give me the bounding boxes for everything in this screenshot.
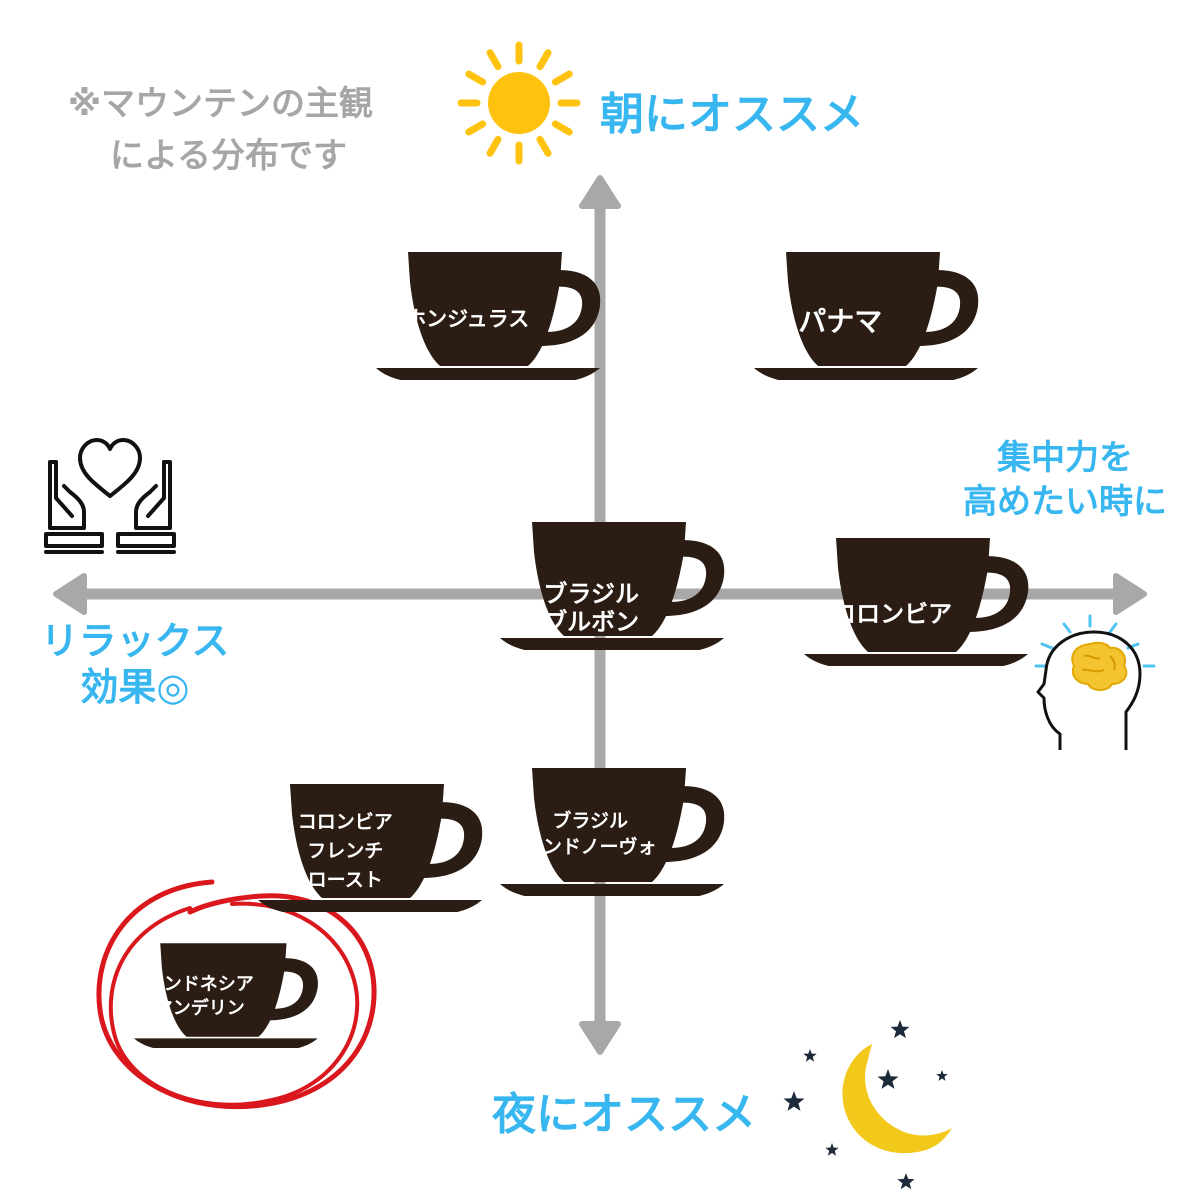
cup-label-line: ブラジル <box>543 580 639 608</box>
cup-icon <box>134 943 318 1049</box>
cup-label: ホンジュラス <box>376 306 558 332</box>
cup-icon <box>500 522 725 650</box>
star-icon <box>890 1020 910 1039</box>
moon-stars-icon <box>783 1020 952 1190</box>
brain-head-icon <box>1034 614 1156 750</box>
cup-label: パナマ <box>754 306 926 338</box>
focus-label-line-2: 高めたい時に <box>963 482 1167 522</box>
sun-ray <box>465 70 487 86</box>
cup-label-line: ムンドノーヴォ <box>523 836 657 858</box>
sun-ray <box>486 49 502 71</box>
cup-icon <box>804 538 1029 666</box>
note-line-2: による分布です <box>110 136 347 176</box>
cup-icon <box>500 768 725 896</box>
star-icon <box>825 1143 839 1156</box>
cup-label-line: コロンビア <box>297 811 393 833</box>
sun-ray <box>536 49 552 71</box>
cup-icon <box>258 784 483 912</box>
cup-label-line: マンデリン <box>154 997 245 1019</box>
focus-label: 集中力を 高めたい時に <box>950 436 1180 524</box>
relax-label-line-1: リラックス <box>40 619 230 663</box>
sun-icon <box>457 41 581 165</box>
focus-label-line-1: 集中力を <box>997 438 1133 478</box>
cup-label: インドネシアマンデリン <box>134 973 266 1021</box>
morning-label: 朝にオススメ <box>600 89 864 140</box>
cup-colombia-french-roast: コロンビアフレンチロースト <box>258 780 486 912</box>
cup-brazil-mundo-novo: ブラジルムンドノーヴォ <box>500 764 728 896</box>
cup-honduras: ホンジュラス <box>376 248 604 380</box>
star-icon <box>783 1091 805 1111</box>
cup-indonesia-mandheling: インドネシアマンデリン <box>134 940 321 1049</box>
cup-label-line: フレンチ <box>307 840 384 862</box>
star-icon <box>936 1070 948 1081</box>
sun-ray <box>536 135 552 157</box>
cup-label-line: コロンビア <box>832 600 953 628</box>
cup-colombia: コロンビア <box>804 534 1032 666</box>
cup-label-line: ブラジル <box>552 810 628 832</box>
cup-label-line: インドネシア <box>145 973 254 995</box>
relax-label: リラックス 効果◎ <box>30 618 240 710</box>
sun-ray <box>465 120 487 136</box>
cup-icon <box>376 252 601 380</box>
sun-ray <box>486 135 502 157</box>
cup-label: コロンビアフレンチロースト <box>258 808 432 895</box>
relax-label-line-2: 効果◎ <box>80 665 190 709</box>
cup-label-line: ホンジュラス <box>405 307 530 331</box>
star-icon <box>897 1173 915 1190</box>
cup-label-line: パナマ <box>798 305 883 338</box>
star-icon <box>803 1049 817 1062</box>
cup-label: コロンビア <box>804 600 980 628</box>
night-label: 夜にオススメ <box>492 1089 756 1140</box>
cup-label: ブラジルムンドノーヴォ <box>500 808 680 860</box>
heart-hands-icon <box>44 438 176 554</box>
subjective-note: ※マウンテンの主観 による分布です <box>68 78 428 182</box>
sun-ray <box>551 120 573 136</box>
cup-brazil-bourbon: ブラジルブルボン <box>500 518 728 650</box>
sun-ray <box>551 70 573 86</box>
cup-label-line: ブルボン <box>543 608 640 636</box>
cup-label-line: ロースト <box>307 869 383 891</box>
cup-panama: パナマ <box>754 248 982 380</box>
cup-icon <box>754 252 979 380</box>
star-icon <box>877 1069 899 1089</box>
note-line-1: ※マウンテンの主観 <box>68 84 374 124</box>
cup-label: ブラジルブルボン <box>500 580 682 636</box>
